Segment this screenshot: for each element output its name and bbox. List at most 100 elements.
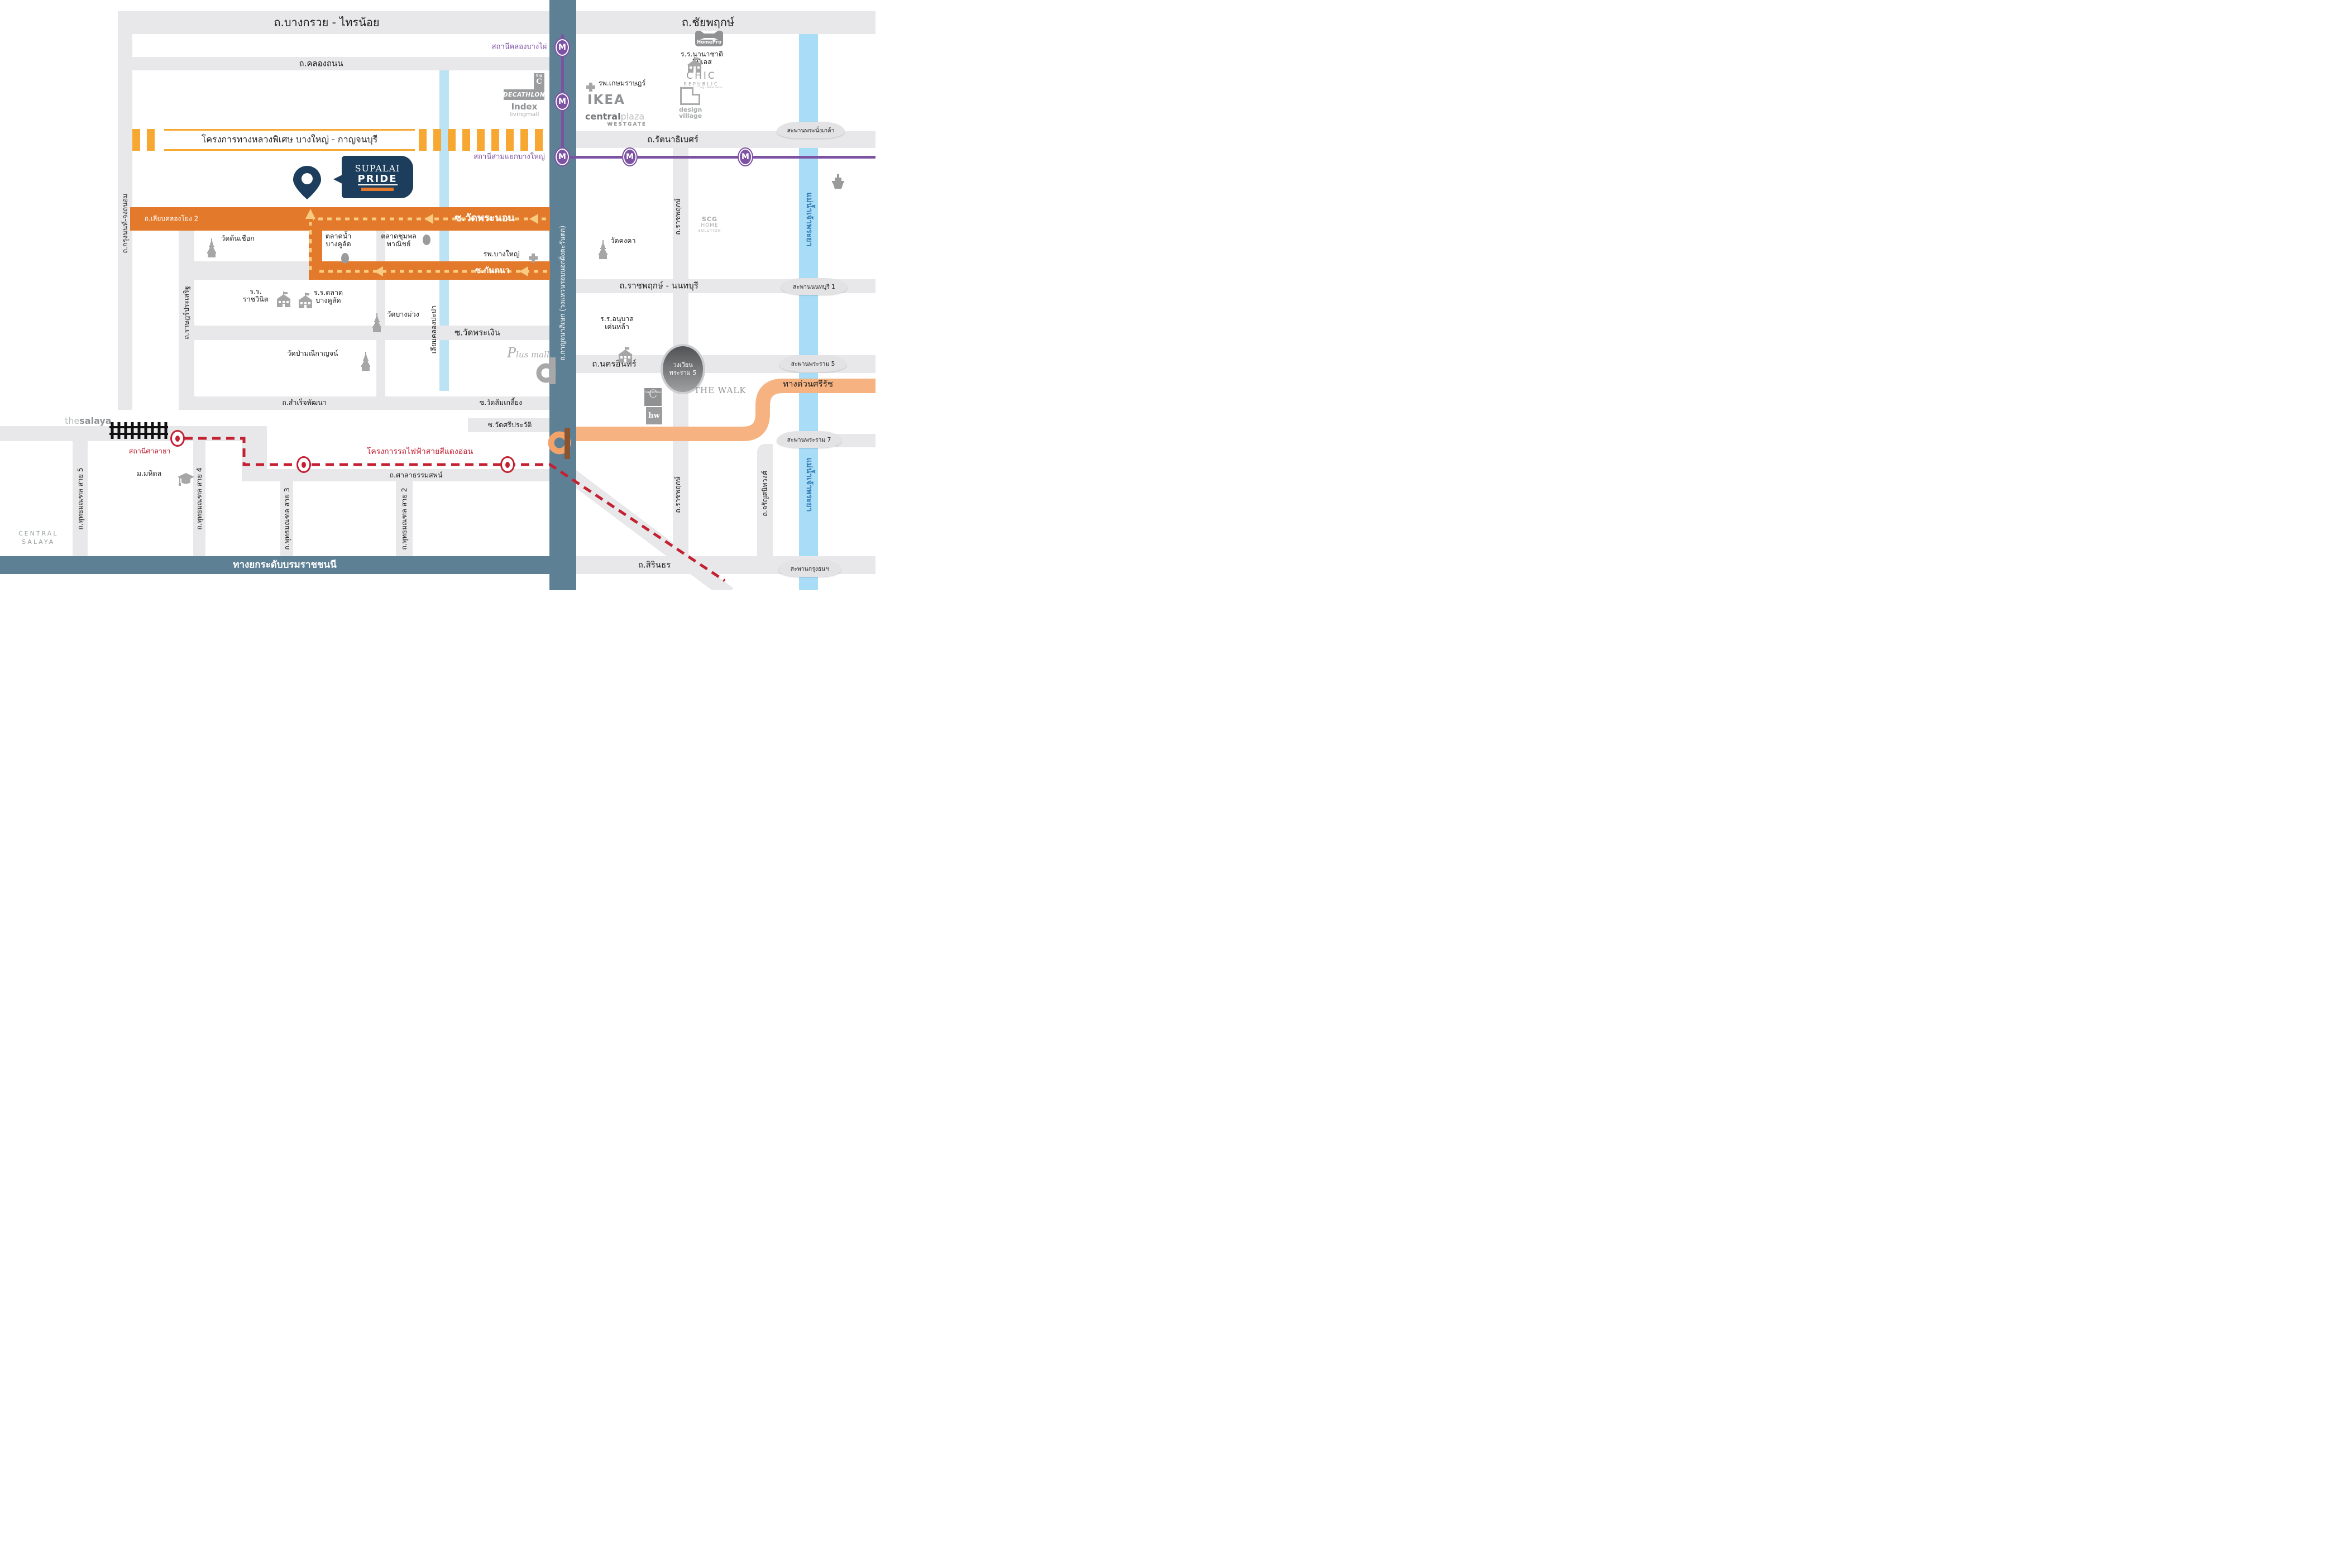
scg-home-solution-logo: SCG HOME SOLUTION bbox=[694, 216, 725, 233]
road-sala-thammasop: ถ.ศาลาธรรมสพน์ bbox=[389, 471, 443, 479]
red-station-salaya: สถานีศาลายา bbox=[128, 447, 171, 455]
bigc-c: C bbox=[536, 77, 542, 86]
mrt-station-khlong-bang-phai: สถานีคลองบางไผ่ bbox=[491, 42, 547, 51]
homepro-roof-icon bbox=[700, 31, 718, 40]
crystal-c: C bbox=[648, 387, 658, 400]
bridge-rama-5: สะพานพระราม 5 bbox=[779, 355, 846, 372]
road-strip-chaiyaphruek bbox=[576, 11, 876, 34]
the-salaya-logo: thesalaya bbox=[65, 415, 112, 426]
motorway-dash-5 bbox=[462, 129, 470, 151]
chic-tagline: Furniture · Lighting · Home Decor bbox=[680, 87, 723, 89]
bridge-rama-7: สะพานพระราม 7 bbox=[777, 431, 841, 448]
place-hospital-kasemrat: รพ.เกษมราษฎร์ bbox=[598, 79, 646, 87]
pride-orange-bar bbox=[361, 188, 394, 192]
road-kanchanaphisek: ถ.กาญจนาภิเษก (วงแหวนรอบนอกฝั่งตะวันตก) bbox=[558, 226, 567, 361]
the-crystal-logo: C THE CRYSTAL bbox=[644, 388, 662, 406]
road-soi-kantana: ซ.กันตนา bbox=[475, 266, 510, 275]
map-canvas: ทางยกระดับบรมราชชนนี โครงการทางหลวงพิเศษ… bbox=[0, 0, 876, 590]
mrt-m-rattanathibet-1: M bbox=[622, 147, 638, 166]
road-strip-orange-connector bbox=[309, 231, 322, 261]
road-strip-charan-sanitwong bbox=[757, 444, 773, 564]
roundabout-line2: พระราม 5 bbox=[669, 369, 697, 376]
place-talat-nam-bang-khu-lat: ตลาดน้ำ บางคูลัด bbox=[325, 232, 352, 248]
road-strip-samret-phatthana bbox=[179, 396, 550, 410]
plusmall-p: P bbox=[507, 345, 516, 361]
road-khlong-thanon: ถ.คลองถนน bbox=[299, 58, 343, 69]
railway-track-icon bbox=[109, 422, 168, 439]
road-soi-wat-som-kliang: ซ.วัดส้มเกลี้ยง bbox=[479, 398, 523, 407]
decathlon-logo: DECATHLON bbox=[503, 89, 545, 100]
road-phutthamonthon-sai-5: ถ.พุทธมณฑล สาย 5 bbox=[76, 467, 84, 530]
route-arrow-left-icon-3 bbox=[374, 266, 383, 276]
motorway-dash-10 bbox=[535, 129, 543, 151]
road-strip-wat-phra-ngoen bbox=[179, 326, 550, 340]
hw-logo: hw bbox=[646, 407, 662, 424]
mrt-m-mid: M bbox=[554, 92, 570, 111]
motorway-dash-1 bbox=[147, 129, 155, 151]
central-salaya-logo: CENTRAL SALAYA bbox=[18, 529, 58, 547]
crystal-text: THE CRYSTAL bbox=[644, 391, 662, 394]
index-text: Index bbox=[511, 102, 538, 112]
homepro-logo: HomePro bbox=[695, 31, 723, 46]
place-school-ratchawinit: ร.ร. ราชวินิต bbox=[243, 287, 269, 303]
route-arrow-up-icon bbox=[305, 209, 315, 219]
motorway-dash-2 bbox=[419, 129, 427, 151]
motorway-dash-7 bbox=[491, 129, 499, 151]
motorway-dash-4 bbox=[448, 129, 456, 151]
road-strip-borommaratchachonnani bbox=[0, 556, 576, 574]
road-krung-non-chong-thanom: ถ.กรุงนนท์-จงถนอม bbox=[121, 193, 129, 254]
borommaratchachonnani-label: ทางยกระดับบรมราชชนนี bbox=[233, 559, 337, 571]
motorway-dash-9 bbox=[520, 129, 528, 151]
mrt-station-sam-yaek-bang-yai: สถานีสามแยกบางใหญ่ bbox=[473, 152, 545, 161]
mrt-purple-line-horizontal bbox=[561, 156, 876, 159]
plaza-text: plaza bbox=[620, 111, 645, 122]
plus-mall-logo: Plus mall bbox=[507, 345, 549, 361]
road-ratsadon-prasoet: ถ.ราษฎร์ประเสริฐ bbox=[182, 286, 190, 340]
red-station-salaya-dot bbox=[170, 430, 185, 447]
road-bangkruai-sainoi: ถ.บางกรวย - ไทรน้อย bbox=[274, 15, 380, 29]
bubble-tail bbox=[333, 175, 342, 184]
road-strip-sai-2 bbox=[396, 481, 413, 556]
mrt-m-sam-yaek-bang-yai: M bbox=[554, 147, 570, 166]
place-wat-khongkha: วัดคงคา bbox=[610, 236, 636, 245]
road-strip-wat-si-prawat bbox=[468, 418, 550, 432]
westgate-text: WESTGATE bbox=[607, 122, 647, 127]
road-ratchaphruek-south: ถ.ราชพฤกษ์ bbox=[673, 476, 682, 513]
road-soi-wat-phra-non: ซ.วัดพระนอน bbox=[455, 212, 515, 224]
road-rattanathibet: ถ.รัตนาธิเบศร์ bbox=[647, 134, 699, 145]
place-wat-bang-muang: วัดบางม่วง bbox=[387, 310, 419, 318]
place-school-anuban-denla: ร.ร.อนุบาล เด่นหล้า bbox=[600, 314, 634, 331]
motorway-dash-0 bbox=[132, 129, 140, 151]
supalai-location-pin-icon bbox=[293, 166, 321, 199]
rama5-roundabout: วงเวียน พระราม 5 bbox=[661, 344, 705, 394]
road-strip-sala-thammasop bbox=[242, 469, 550, 481]
motorway-project-banner: โครงการทางหลวงพิเศษ บางใหญ่ - กาญจนบุรี bbox=[164, 129, 415, 151]
thesalaya-the: the bbox=[65, 415, 80, 426]
route-arrow-left-icon-4 bbox=[519, 266, 528, 276]
bridge-krung-thon: สะพานกรุงธนฯ bbox=[778, 560, 841, 577]
ikea-logo: IKEA bbox=[587, 93, 625, 107]
livingmall-text: livingmall bbox=[509, 111, 539, 118]
bridge-nonthaburi-1: สะพานนนทบุรี 1 bbox=[781, 278, 847, 295]
road-sirinthon: ถ.สิรินธร bbox=[638, 560, 671, 570]
road-chaiyaphruek: ถ.ชัยพฤกษ์ bbox=[681, 15, 735, 29]
river-chao-phraya-north: แม่น้ำเจ้าพระยา bbox=[804, 192, 814, 247]
road-liap-khlong-papa: เลียบคลองปะปา bbox=[429, 305, 438, 354]
khlong-prapa-canal bbox=[439, 70, 449, 391]
motorway-dash-6 bbox=[477, 129, 485, 151]
place-wat-ton-chueak: วัดต้นเชือก bbox=[221, 234, 255, 242]
road-soi-wat-phra-ngoen: ซ.วัดพระเงิน bbox=[455, 327, 500, 338]
road-ratchaphruek-north: ถ.ราชพฤกษ์ bbox=[673, 198, 682, 235]
si-rat-expressway-path bbox=[576, 379, 876, 441]
roundabout-line1: วงเวียน bbox=[673, 361, 693, 369]
road-strip-sai-4 bbox=[193, 441, 205, 556]
expressway-si-rat: ทางด่วนศรีรัช bbox=[783, 379, 833, 389]
motorway-dash-3 bbox=[433, 129, 441, 151]
road-phutthamonthon-sai-4: ถ.พุทธมณฑล สาย 4 bbox=[195, 467, 203, 530]
road-phutthamonthon-sai-3: ถ.พุทธมณฑล สาย 3 bbox=[283, 487, 291, 550]
road-strip-sai-5 bbox=[73, 441, 88, 556]
republic-text: REPUBLIC bbox=[683, 82, 719, 87]
the-walk-logo: THE WALK bbox=[694, 385, 747, 395]
central-salaya-line2: SALAYA bbox=[22, 538, 55, 546]
place-wat-pa-manikan: วัดป่ามณีกาญจน์ bbox=[287, 349, 338, 357]
